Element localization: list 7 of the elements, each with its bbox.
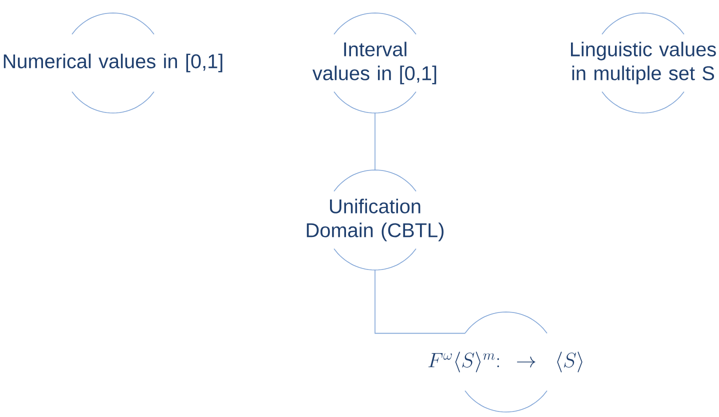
connector-line [374, 270, 466, 334]
connector-line [374, 112, 376, 170]
node-label: Numerical values in [0,1] [4, 54, 222, 72]
node-label: Unification Domain (CBTL) [306, 198, 444, 242]
node-label: $F^{\omega}\langle S\rangle^{m}{:}\,\to\ \langle S\rangle$ [428, 352, 582, 372]
node-label: Interval values in [0,1] [312, 42, 436, 84]
node-label: Linguistic values in multiple set S [571, 42, 716, 84]
